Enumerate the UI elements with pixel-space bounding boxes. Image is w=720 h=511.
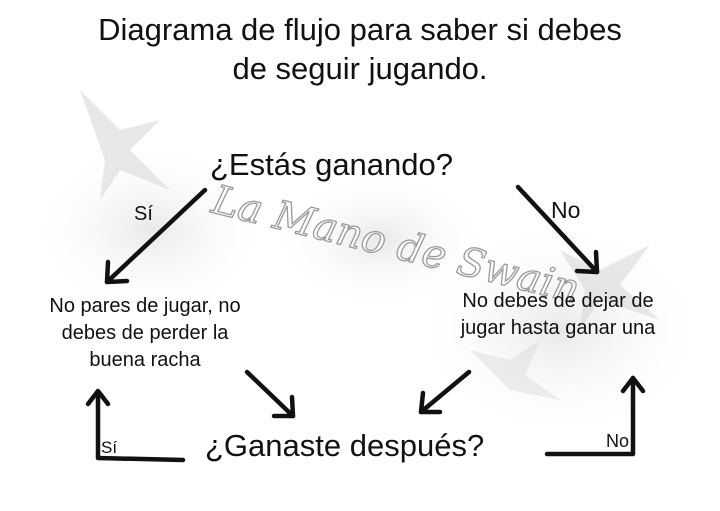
arrow-yes-top (104, 187, 208, 285)
smoke-cloud-left (30, 140, 270, 320)
question-won-after: ¿Ganaste después? (205, 428, 485, 463)
label-yes-bottom: Sí (101, 438, 118, 457)
question-winning: ¿Estás ganando? (210, 147, 454, 182)
title-line-1: Diagrama de flujo para saber si debes (98, 12, 622, 47)
arrow-loop-no (544, 375, 646, 457)
outcome-no-line-2: jugar hasta ganar una (460, 317, 656, 339)
outcome-yes-line-1: No pares de jugar, no (49, 295, 241, 317)
diagram-title: Diagrama de flujo para saber si debes de… (0, 10, 720, 88)
arrow-left-to-question (244, 369, 296, 419)
outcome-yes-line-3: buena racha (89, 349, 201, 371)
crow-silhouette-icon (560, 245, 660, 330)
label-no-bottom: No (606, 431, 630, 451)
title-line-2: de seguir jugando. (232, 51, 488, 86)
arrow-no-top (515, 184, 600, 275)
label-no-top: No (551, 197, 581, 223)
outcome-keep-playing: No pares de jugar, no debes de perder la… (20, 293, 270, 374)
label-yes-top: Sí (134, 203, 153, 225)
arrow-loop-yes (85, 388, 186, 463)
crow-silhouette-icon (470, 340, 560, 400)
arrow-right-to-question (418, 369, 472, 415)
outcome-dont-quit: No debes de dejar de jugar hasta ganar u… (428, 288, 688, 342)
outcome-no-line-1: No debes de dejar de (462, 290, 654, 312)
outcome-yes-line-2: debes de perder la (61, 322, 229, 344)
crow-silhouette-icon (80, 90, 170, 200)
smoke-cloud-center (270, 170, 490, 310)
